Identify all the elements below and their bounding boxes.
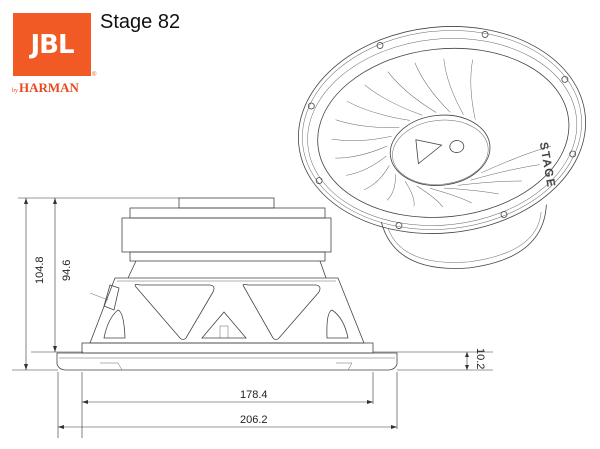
cone-rib xyxy=(444,187,499,195)
dim-cutout-diameter: 178.4 xyxy=(240,389,268,401)
page-title: Stage 82 xyxy=(100,11,181,33)
cone-rib xyxy=(414,62,451,113)
cone-rib xyxy=(429,188,472,204)
basket-window xyxy=(201,311,247,339)
cone-rib xyxy=(335,145,388,159)
speaker-perspective-view xyxy=(297,26,587,269)
basket-bottom xyxy=(380,204,547,269)
gasket xyxy=(81,342,374,354)
cone-rib xyxy=(387,71,437,113)
cone-rib xyxy=(404,180,415,207)
magnet-cap xyxy=(178,197,275,209)
dim-outer-diameter: 206.2 xyxy=(240,414,268,426)
cone-rib xyxy=(470,59,476,120)
basket-window xyxy=(242,283,321,340)
cone-edge xyxy=(317,47,570,218)
basket-frame xyxy=(89,277,365,344)
screw xyxy=(307,102,315,110)
harman-logo: byHARMAN xyxy=(12,80,79,96)
basket-window xyxy=(134,283,215,340)
cone-rib xyxy=(443,58,464,115)
cone-rib xyxy=(363,165,390,191)
logo-brand: HARMAN xyxy=(19,80,79,95)
screw xyxy=(561,75,569,83)
cone-ribs xyxy=(331,58,552,208)
jbl-logo: JBL xyxy=(13,13,91,76)
mounting-screws xyxy=(307,31,577,229)
cone-rib xyxy=(457,180,522,186)
dimension-lines xyxy=(12,197,493,438)
cone-rib xyxy=(335,119,400,128)
registered-mark: ® xyxy=(92,72,97,78)
screw xyxy=(376,42,384,49)
screw xyxy=(500,211,508,218)
top-plate xyxy=(129,207,326,219)
cone-rib xyxy=(416,185,444,208)
cone-rib xyxy=(386,174,396,201)
dim-flange-height: 10.2 xyxy=(474,348,486,369)
cone-rib xyxy=(480,145,552,174)
screw xyxy=(569,150,577,158)
cone-rib xyxy=(364,84,423,116)
bottom-plate xyxy=(129,251,326,262)
cone-rib xyxy=(346,155,387,176)
outer-rim xyxy=(297,26,587,234)
dust-cap xyxy=(389,114,491,186)
dim-total-height: 104.8 xyxy=(34,256,46,284)
cone-rib xyxy=(331,136,392,141)
cone-rib xyxy=(346,100,410,121)
logo-text: JBL xyxy=(30,29,74,60)
speaker-side-view xyxy=(56,197,398,371)
screw xyxy=(395,222,403,229)
cone-rib xyxy=(470,164,540,181)
magnet-ring xyxy=(121,217,332,253)
terminal xyxy=(103,284,120,311)
basket-window xyxy=(326,309,349,339)
screw xyxy=(315,177,323,185)
jbl-triangle-mark xyxy=(415,139,443,165)
cone-stage-text: STAGE xyxy=(537,141,557,189)
basket-window xyxy=(103,309,126,339)
dim-mount-depth: 94.6 xyxy=(61,260,73,281)
jbl-circle-mark xyxy=(449,140,465,153)
flange xyxy=(56,352,398,371)
logo-by: by xyxy=(12,88,18,94)
screw xyxy=(481,31,489,38)
